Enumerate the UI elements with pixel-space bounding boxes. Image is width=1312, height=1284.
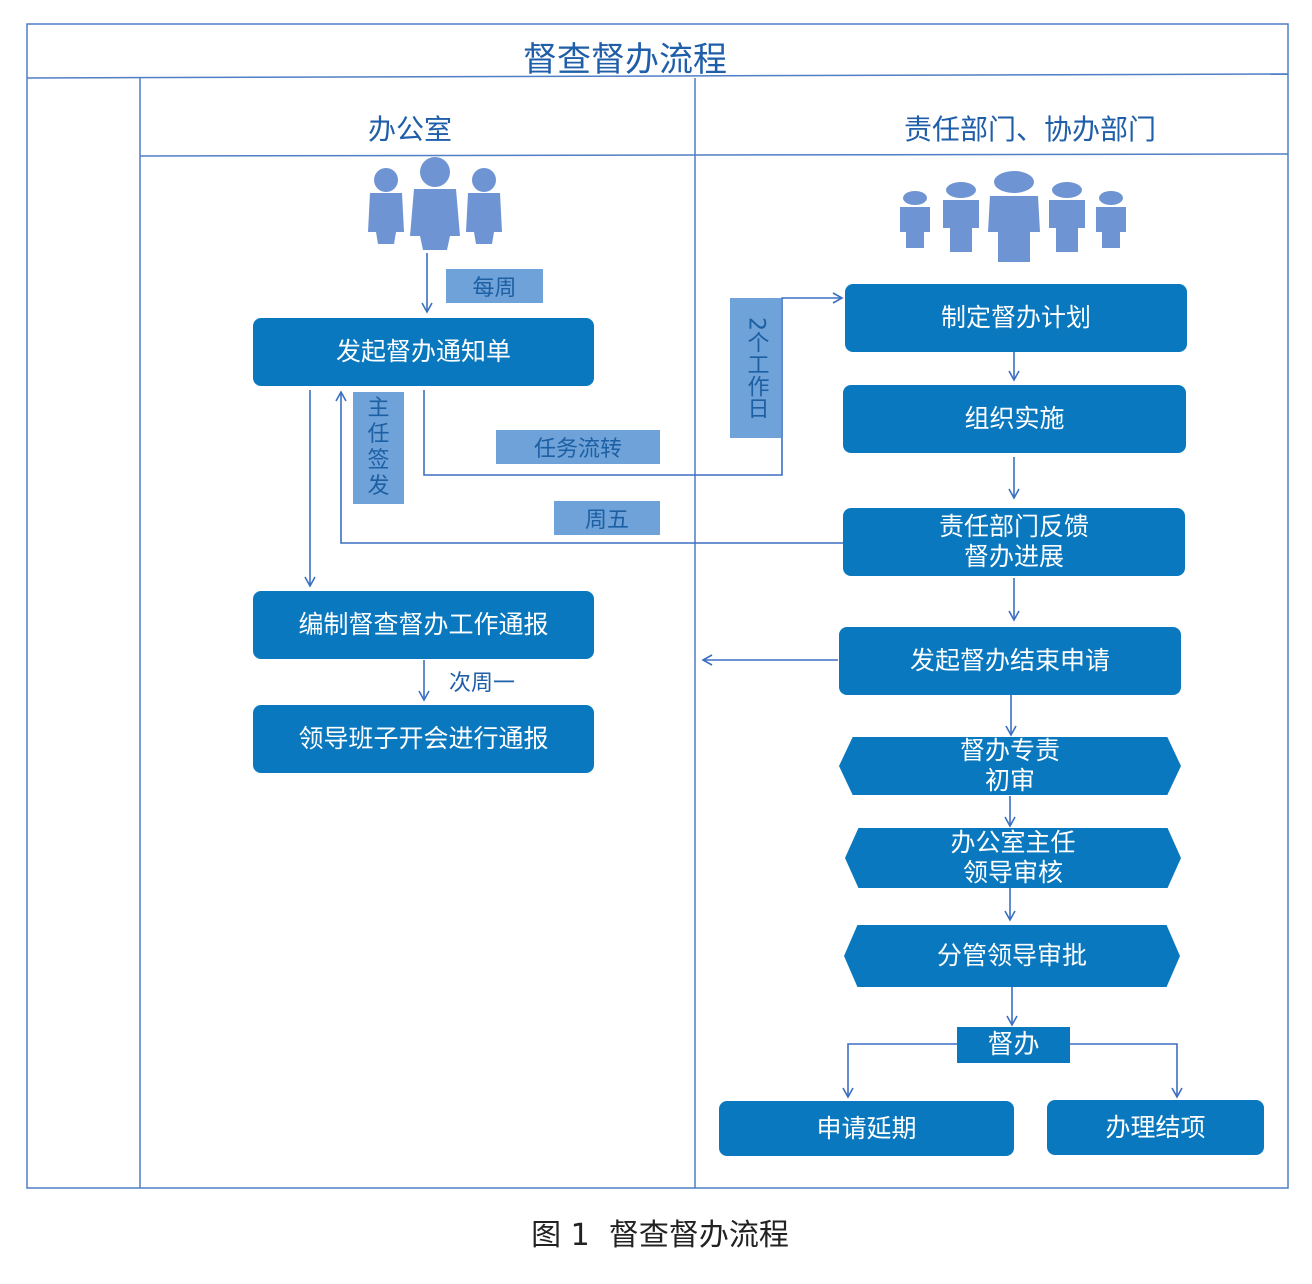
step-complete: 办理结项: [1047, 1100, 1264, 1155]
tag-friday: 周五: [554, 501, 660, 535]
tag-director-sign: 主 任 签 发: [353, 392, 404, 504]
step-feedback: 责任部门反馈 督办进展: [843, 508, 1185, 576]
lane-header-departments: 责任部门、协办部门: [903, 113, 1156, 146]
step-approve: 分管领导审批: [844, 925, 1180, 987]
step-office-review: 办公室主任 领导审核: [845, 828, 1181, 888]
people-icon-right: [900, 171, 1126, 262]
connectors: [304, 253, 1183, 1099]
step-extend: 申请延期: [719, 1101, 1014, 1156]
step-issue-notice: 发起督办通知单: [253, 318, 594, 386]
tag-task-transfer: 任务流转: [496, 430, 660, 464]
step-ducban: 督办: [957, 1027, 1070, 1063]
step-implement: 组织实施: [843, 385, 1186, 453]
swimlane-frame: [26, 23, 1289, 1189]
step-close-request: 发起督办结束申请: [839, 627, 1181, 695]
tag-weekly: 每周: [446, 269, 543, 303]
figure-caption: 图 1 督查督办流程: [531, 1218, 789, 1253]
step-leadership-meeting: 领导班子开会进行通报: [253, 705, 594, 773]
people-icon-left: [368, 157, 502, 250]
lane-header-office: 办公室: [367, 113, 452, 146]
step-initial-review: 督办专责 初审: [839, 737, 1181, 795]
tag-two-days: 2个工作日: [730, 298, 781, 438]
step-make-plan: 制定督办计划: [845, 284, 1187, 352]
step-compile-report: 编制督查督办工作通报: [253, 591, 594, 659]
label-next-monday: 次周一: [448, 671, 515, 696]
diagram-title: 督查督办流程: [523, 39, 727, 80]
